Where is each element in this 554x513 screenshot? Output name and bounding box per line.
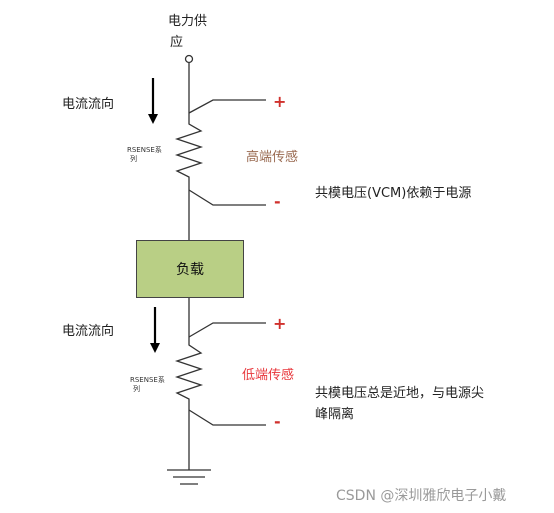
low-side-note-line-1: 共模电压总是近地，与电源尖: [315, 386, 485, 401]
rsense-label-bottom: RSENSE系: [130, 376, 165, 384]
power-supply-label-2: 应: [170, 35, 184, 50]
resistor-top: [174, 113, 204, 190]
load-box: 负载: [136, 240, 244, 298]
bottom-minus-sign: -: [274, 412, 281, 431]
bottom-plus-sign: +: [273, 314, 287, 333]
vcm-note-label: 共模电压(VCM)依赖于电源: [315, 186, 472, 201]
watermark: CSDN @深圳雅欣电子小戴: [336, 488, 507, 504]
rsense-label-bottom-2: 列: [133, 385, 140, 393]
load-label: 负载: [176, 262, 204, 278]
arrow-head-top: [148, 114, 158, 124]
wire-top-plus: [188, 99, 266, 114]
rsense-label-top-2: 列: [130, 155, 137, 163]
wire-top-minus: [188, 189, 266, 206]
top-minus-sign: -: [274, 192, 281, 211]
wire-bottom-minus: [188, 409, 266, 426]
top-plus-sign: +: [273, 92, 287, 111]
arrow-head-bottom: [150, 343, 160, 353]
low-side-note-line-2: 峰隔离: [315, 407, 355, 422]
wire-bottom-plus: [188, 322, 266, 338]
low-side-sensing-label: 低端传感: [242, 368, 295, 383]
rsense-label-top: RSENSE系: [127, 146, 162, 154]
high-side-sensing-label: 高端传感: [246, 150, 299, 165]
current-flow-label-bottom: 电流流向: [62, 324, 115, 339]
current-flow-label-top: 电流流向: [62, 97, 115, 112]
resistor-bottom: [174, 337, 204, 410]
power-supply-label: 电力供: [168, 14, 208, 29]
supply-terminal: [184, 54, 194, 64]
